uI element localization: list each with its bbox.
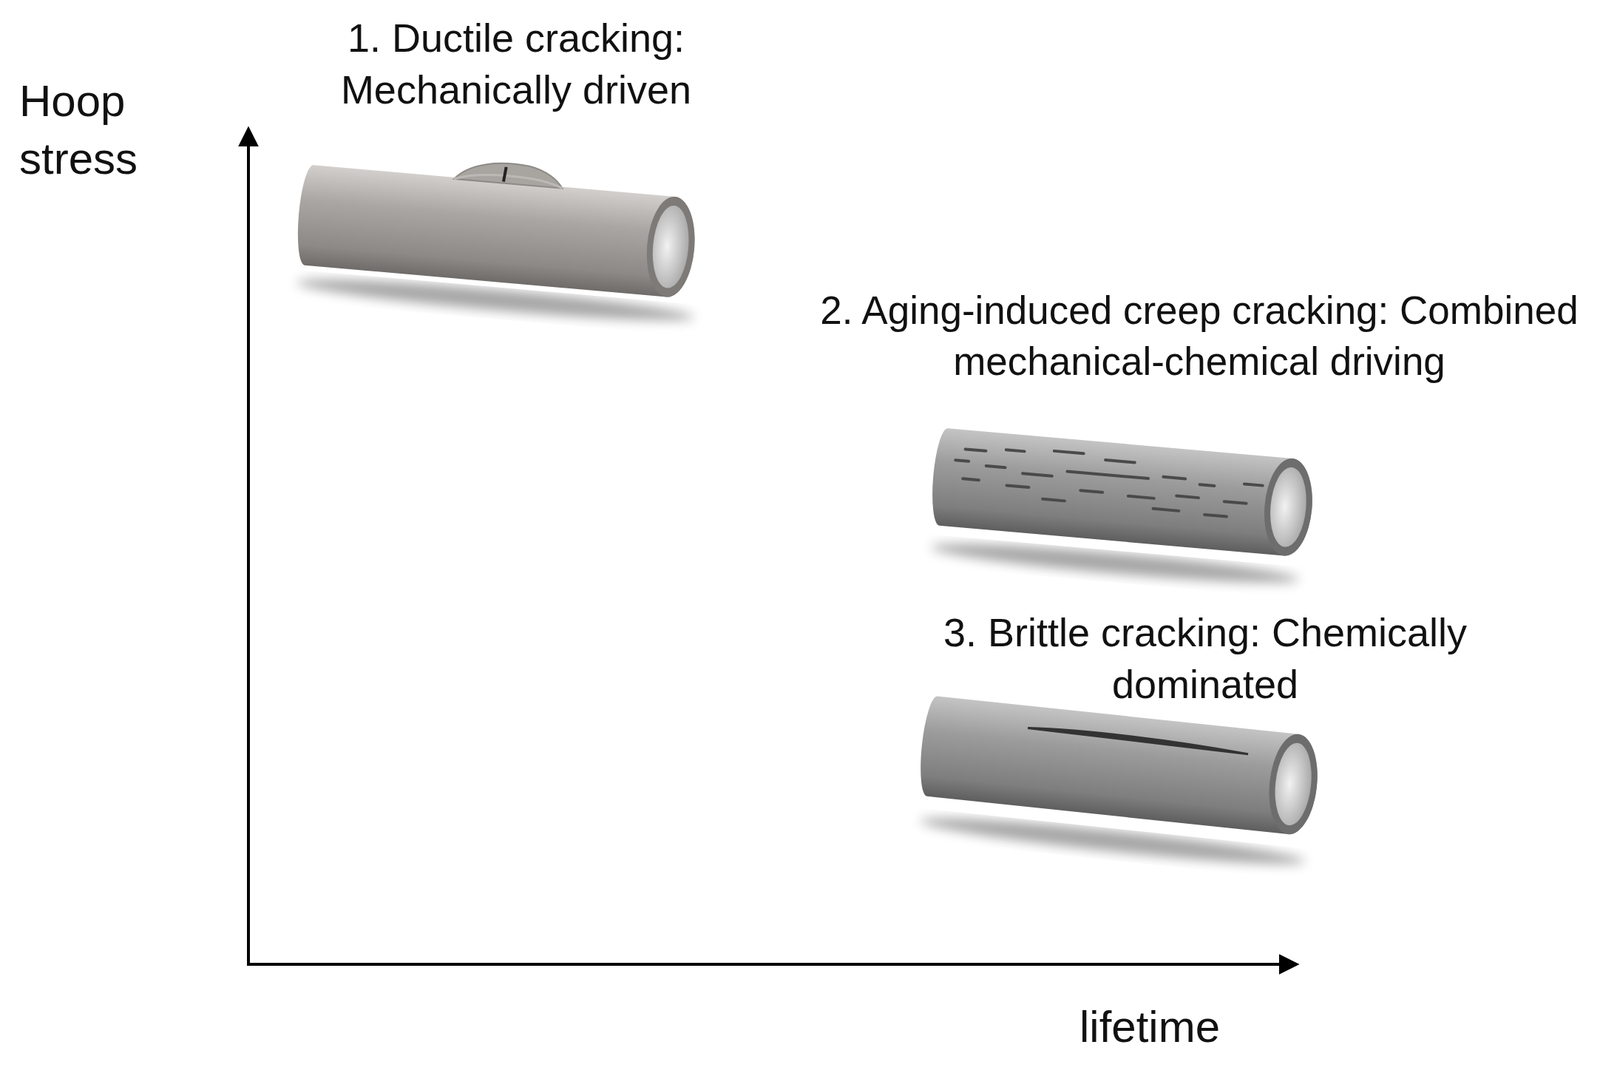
pipe-ductile bbox=[292, 145, 707, 328]
axis-title: lifetime bbox=[1079, 998, 1272, 1056]
mode-label: 1. Ductile cracking: Mechanically driven bbox=[286, 11, 746, 116]
x-axis bbox=[246, 962, 1296, 966]
y-axis bbox=[246, 130, 250, 965]
axis-title: Hoop stress bbox=[19, 72, 190, 188]
mode-label: 3. Brittle cracking: Chemically dominate… bbox=[879, 606, 1531, 710]
pipe-creep bbox=[926, 427, 1317, 591]
pipe-brittle bbox=[913, 695, 1322, 872]
mode-label: 2. Aging-induced creep cracking: Combine… bbox=[813, 285, 1586, 388]
